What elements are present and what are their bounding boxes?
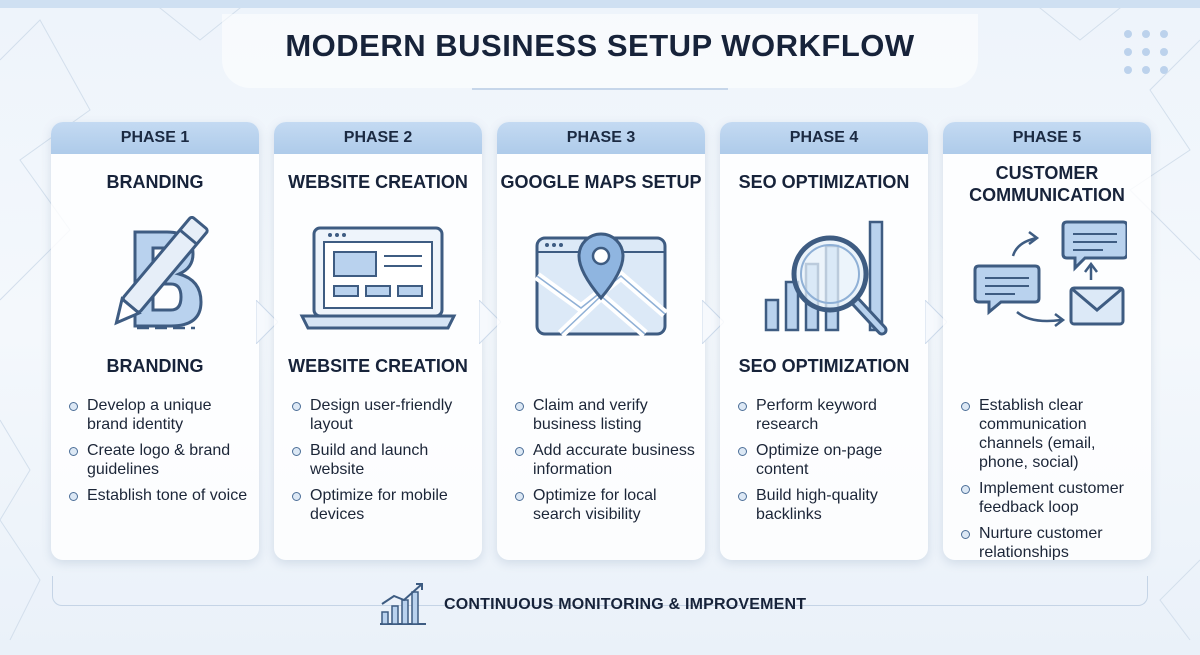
phase-title: GOOGLE MAPS SETUP — [500, 172, 702, 192]
magnifier-chart-icon — [764, 220, 888, 336]
chevron-right-icon — [479, 300, 501, 344]
bullet-item: Optimize for mobile devices — [292, 486, 478, 524]
bullet-item: Create logo & brand guidelines — [69, 441, 255, 479]
phase-bullets: Design user-friendly layout Build and la… — [292, 396, 478, 531]
laptop-icon — [299, 226, 457, 330]
phase-bullets: Perform keyword research Optimize on-pag… — [738, 396, 924, 531]
phase-title-line: CUSTOMER — [995, 163, 1099, 183]
phase-bullets: Develop a unique brand identity Create l… — [69, 396, 255, 512]
dots-decoration-icon — [1124, 30, 1168, 74]
chevron-right-icon — [925, 300, 947, 344]
phase-title-line: COMMUNICATION — [969, 185, 1125, 205]
phase-card-3: PHASE 3 GOOGLE MAPS SETUP Claim and veri… — [497, 122, 705, 560]
bullet-item: Perform keyword research — [738, 396, 924, 434]
phase-title: SEO OPTIMIZATION — [738, 172, 910, 192]
phase-label: PHASE 2 — [274, 122, 482, 154]
phase-title: CUSTOMER COMMUNICATION — [943, 162, 1151, 206]
phase-label: PHASE 5 — [943, 122, 1151, 154]
title-backdrop — [222, 14, 978, 88]
bullet-item: Establish tone of voice — [69, 486, 255, 505]
bullet-item: Establish clear communication channels (… — [961, 396, 1147, 472]
phase-label: PHASE 3 — [497, 122, 705, 154]
bullet-item: Nurture customer relationships — [961, 524, 1147, 560]
top-strip — [0, 0, 1200, 8]
bullet-item: Claim and verify business listing — [515, 396, 701, 434]
bullet-item: Optimize for local search visibility — [515, 486, 701, 524]
brand-pencil-icon — [114, 216, 209, 330]
bullet-item: Implement customer feedback loop — [961, 479, 1147, 517]
phase-bullets: Claim and verify business listing Add ac… — [515, 396, 701, 531]
phase-card-1: PHASE 1 BRANDING BRANDING Develop a uniq… — [51, 122, 259, 560]
bullet-item: Design user-friendly layout — [292, 396, 478, 434]
bullet-item: Build high-quality backlinks — [738, 486, 924, 524]
phase-subtitle: BRANDING — [106, 356, 204, 376]
bullet-item: Add accurate business information — [515, 441, 701, 479]
page-title: MODERN BUSINESS SETUP WORKFLOW — [285, 28, 915, 63]
phase-title: WEBSITE CREATION — [288, 172, 468, 192]
chevron-right-icon — [702, 300, 724, 344]
footer-bracket — [52, 576, 1148, 606]
phase-label: PHASE 1 — [51, 122, 259, 154]
title-underline — [472, 88, 728, 90]
bullet-item: Develop a unique brand identity — [69, 396, 255, 434]
phase-bullets: Establish clear communication channels (… — [961, 396, 1147, 560]
bullet-item: Build and launch website — [292, 441, 478, 479]
phase-label: PHASE 4 — [720, 122, 928, 154]
phase-card-5: PHASE 5 CUSTOMER COMMUNICATION Establish… — [943, 122, 1151, 560]
phase-card-2: PHASE 2 WEBSITE CREATION WEBSITE CREATIO… — [274, 122, 482, 560]
growth-chart-icon — [380, 583, 426, 625]
phase-subtitle: WEBSITE CREATION — [288, 356, 468, 376]
phase-card-4: PHASE 4 SEO OPTIMIZATION SEO OPTIMIZATIO… — [720, 122, 928, 560]
footer-text: CONTINUOUS MONITORING & IMPROVEMENT — [444, 596, 807, 613]
map-pin-icon — [534, 232, 668, 338]
phase-subtitle: SEO OPTIMIZATION — [738, 356, 910, 376]
phase-title: BRANDING — [106, 172, 204, 192]
chat-mail-icon — [973, 220, 1127, 327]
chevron-right-icon — [256, 300, 278, 344]
bullet-item: Optimize on-page content — [738, 441, 924, 479]
